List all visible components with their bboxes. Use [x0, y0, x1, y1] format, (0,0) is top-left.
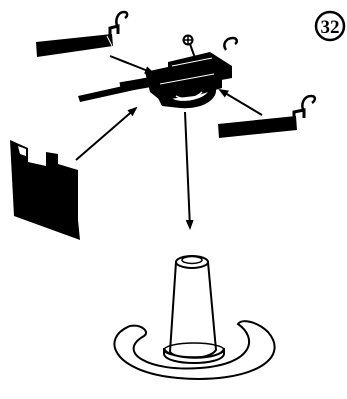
armor-shield-plate [10, 140, 80, 240]
arrow-stand-base [185, 112, 190, 228]
arrow-rail-left [110, 56, 153, 73]
gun-mount-rail-left [36, 12, 127, 57]
step-number: 32 [321, 17, 340, 38]
step-number-badge: 32 [316, 12, 344, 40]
arrow-shield-plate [76, 108, 136, 160]
arrow-rail-right [220, 90, 262, 115]
gun-stand-base [114, 256, 274, 379]
gun-mount-rail-right [218, 96, 315, 138]
